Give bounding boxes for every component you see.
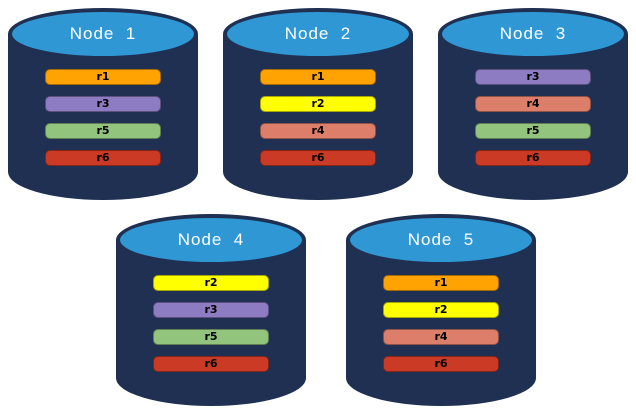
replica-bar-r4: r4 — [475, 96, 591, 112]
replica-bar-r1: r1 — [45, 69, 161, 85]
replica-bar-r3: r3 — [475, 69, 591, 85]
replica-bar-r5: r5 — [153, 329, 269, 345]
node-title: Node 3 — [499, 24, 567, 43]
node-row-top: Node 1 r1 r3 r5 r6 Node 2 r1 r2 r4 r6 Node 3 r… — [0, 8, 636, 200]
replica-list: r3 r4 r5 r6 — [475, 69, 591, 166]
database-node: Node 1 r1 r3 r5 r6 — [8, 8, 198, 200]
database-node: Node 4 r2 r3 r5 r6 — [116, 214, 306, 406]
replica-bar-r5: r5 — [475, 123, 591, 139]
replica-list: r2 r3 r5 r6 — [153, 275, 269, 372]
cylinder-body — [223, 34, 413, 200]
replica-bar-r6: r6 — [383, 356, 499, 372]
node-title: Node 2 — [284, 24, 352, 43]
replica-bar-r3: r3 — [153, 302, 269, 318]
cylinder-body — [8, 34, 198, 200]
replica-list: r1 r3 r5 r6 — [45, 69, 161, 166]
replica-bar-r5: r5 — [45, 123, 161, 139]
replica-bar-r1: r1 — [383, 275, 499, 291]
replica-bar-r1: r1 — [260, 69, 376, 85]
cylinder-top-ellipse: Node 1 — [8, 8, 198, 60]
node-title: Node 1 — [69, 24, 137, 43]
replica-bar-r6: r6 — [153, 356, 269, 372]
cylinder-body — [346, 240, 536, 406]
replica-bar-r2: r2 — [153, 275, 269, 291]
replica-list: r1 r2 r4 r6 — [260, 69, 376, 166]
replica-list: r1 r2 r4 r6 — [383, 275, 499, 372]
replica-bar-r4: r4 — [383, 329, 499, 345]
node-title: Node 4 — [177, 230, 245, 249]
database-node: Node 5 r1 r2 r4 r6 — [346, 214, 536, 406]
database-node: Node 2 r1 r2 r4 r6 — [223, 8, 413, 200]
replica-bar-r6: r6 — [260, 150, 376, 166]
replica-bar-r4: r4 — [260, 123, 376, 139]
replica-bar-r6: r6 — [45, 150, 161, 166]
cylinder-top-ellipse: Node 4 — [116, 214, 306, 266]
cylinder-top-ellipse: Node 2 — [223, 8, 413, 60]
database-node: Node 3 r3 r4 r5 r6 — [438, 8, 628, 200]
cylinder-top-ellipse: Node 5 — [346, 214, 536, 266]
node-row-bottom: Node 4 r2 r3 r5 r6 Node 5 r1 r2 r4 r6 — [0, 214, 636, 406]
node-title: Node 5 — [407, 230, 475, 249]
cylinder-body — [116, 240, 306, 406]
cylinder-body — [438, 34, 628, 200]
replica-bar-r2: r2 — [383, 302, 499, 318]
replica-bar-r3: r3 — [45, 96, 161, 112]
cylinder-top-ellipse: Node 3 — [438, 8, 628, 60]
replica-bar-r2: r2 — [260, 96, 376, 112]
replica-bar-r6: r6 — [475, 150, 591, 166]
